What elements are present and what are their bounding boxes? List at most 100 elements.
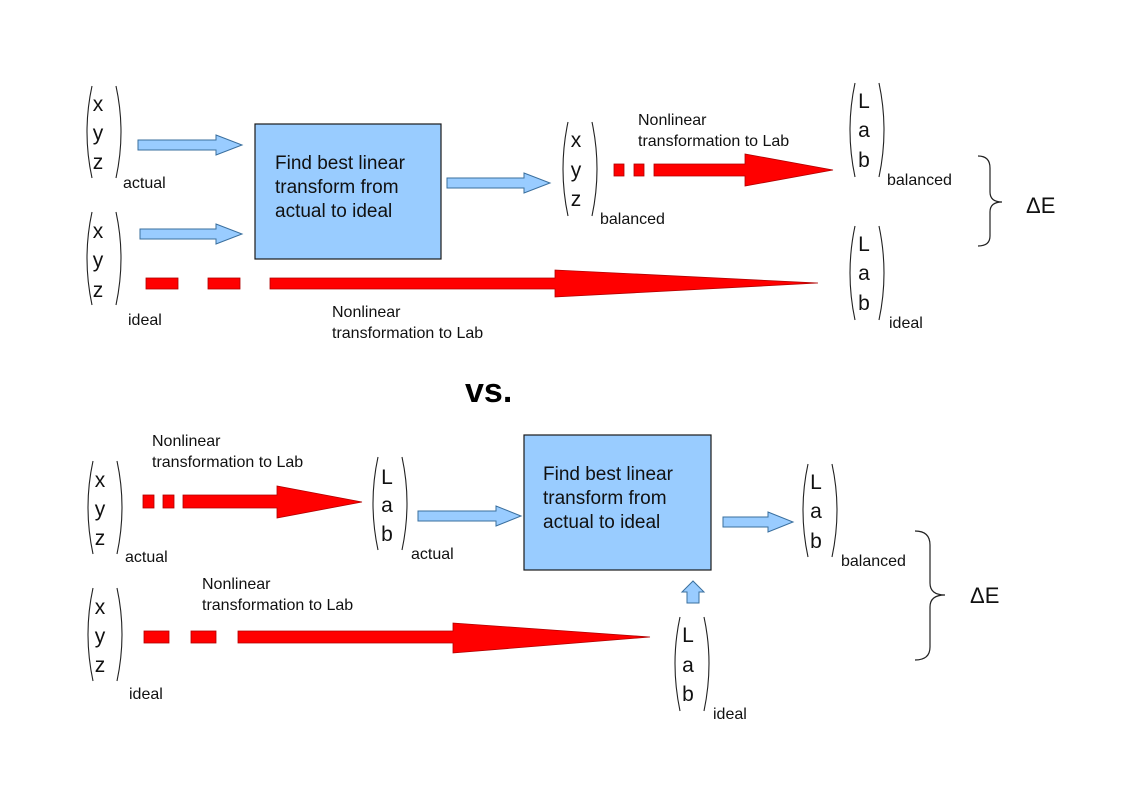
- vector-letter: x: [95, 596, 106, 619]
- vector-subscript: actual: [123, 175, 166, 192]
- vector-subscript: balanced: [841, 553, 906, 570]
- arrow-up-icon: [680, 580, 706, 604]
- nonlinear-label: Nonlinear: [202, 576, 271, 593]
- brace-icon: [977, 155, 1003, 247]
- left-paren: [87, 587, 94, 682]
- right-paren: [831, 463, 838, 558]
- vector-subscript: ideal: [889, 315, 923, 332]
- arrow-right-icon: [137, 134, 244, 156]
- vector-letter: L: [858, 90, 870, 113]
- box-text-line: actual to ideal: [543, 512, 660, 533]
- left-paren: [86, 211, 93, 306]
- nonlinear-label: transformation to Lab: [638, 133, 789, 150]
- vs-separator: vs.: [465, 372, 512, 410]
- right-paren: [401, 456, 408, 551]
- vector-letter: b: [810, 530, 822, 553]
- nonlinear-label: transformation to Lab: [202, 597, 353, 614]
- vector-letter: x: [93, 93, 104, 116]
- nonlinear-label: Nonlinear: [638, 112, 707, 129]
- vector-letter: x: [571, 129, 582, 152]
- right-paren: [703, 616, 710, 712]
- right-paren: [591, 121, 598, 217]
- vector-letter: z: [93, 279, 104, 302]
- delta-e-label: ΔE: [970, 583, 999, 608]
- vector-lab-balanced-bottom: L a b balanced: [802, 463, 906, 570]
- left-paren: [802, 463, 809, 558]
- vector-lab-balanced-top: L a b balanced: [849, 82, 952, 189]
- vector-letter: z: [93, 151, 104, 174]
- vector-xyz-ideal-top: x y z ideal: [86, 211, 162, 329]
- vector-subscript: actual: [125, 549, 168, 566]
- right-paren: [115, 211, 122, 306]
- right-paren: [116, 587, 123, 682]
- vector-letter: y: [95, 625, 106, 648]
- vector-subscript: balanced: [887, 172, 952, 189]
- vector-xyz-actual-bottom: x y z actual: [87, 460, 168, 566]
- red-nonlinear-arrow: [143, 622, 651, 654]
- left-paren: [86, 85, 93, 179]
- nonlinear-label: Nonlinear: [332, 304, 401, 321]
- vector-lab-ideal-bottom: L a b ideal: [674, 616, 747, 723]
- vector-lab-ideal-top: L a b ideal: [849, 225, 923, 332]
- red-nonlinear-arrow: [142, 485, 363, 519]
- box-text-line: transform from: [275, 177, 399, 198]
- vector-letter: b: [682, 683, 694, 706]
- box-text-line: Find best linear: [275, 153, 406, 174]
- vector-subscript: actual: [411, 546, 454, 563]
- delta-e-label: ΔE: [1026, 193, 1055, 218]
- left-paren: [849, 82, 856, 178]
- vector-letter: L: [682, 624, 694, 647]
- vector-letter: y: [93, 249, 104, 272]
- vector-subscript: balanced: [600, 211, 665, 228]
- red-nonlinear-arrow: [145, 269, 819, 298]
- linear-transform-box-top: Find best linear transform from actual t…: [254, 123, 442, 260]
- vector-letter: z: [571, 188, 582, 211]
- vector-letter: b: [858, 292, 870, 315]
- vector-letter: b: [381, 523, 393, 546]
- nonlinear-label: Nonlinear: [152, 433, 221, 450]
- right-paren: [878, 225, 885, 321]
- arrow-right-icon: [722, 511, 795, 533]
- vector-letter: a: [682, 654, 694, 677]
- vector-letter: a: [858, 262, 870, 285]
- vector-letter: a: [381, 494, 393, 517]
- vector-xyz-balanced-top: x y z balanced: [562, 121, 665, 228]
- vector-letter: a: [810, 500, 822, 523]
- vector-letter: L: [381, 466, 393, 489]
- bottom-diagram: x y z actual Nonlinear transformation to…: [87, 433, 999, 723]
- nonlinear-label: transformation to Lab: [332, 325, 483, 342]
- left-paren: [87, 460, 94, 555]
- vector-lab-actual-bottom: L a b actual: [372, 456, 454, 563]
- arrow-right-icon: [446, 172, 552, 194]
- arrow-right-icon: [139, 223, 244, 245]
- vector-letter: b: [858, 149, 870, 172]
- vector-letter: y: [93, 122, 104, 145]
- right-paren: [116, 460, 123, 555]
- nonlinear-label: transformation to Lab: [152, 454, 303, 471]
- top-diagram: x y z actual x y z ideal Find best linea…: [86, 82, 1055, 342]
- vector-letter: y: [95, 498, 106, 521]
- vector-letter: z: [95, 527, 106, 550]
- brace-icon: [914, 530, 946, 661]
- vector-subscript: ideal: [128, 312, 162, 329]
- vector-letter: x: [93, 220, 104, 243]
- left-paren: [372, 456, 379, 551]
- vector-letter: L: [810, 471, 822, 494]
- left-paren: [849, 225, 856, 321]
- vector-letter: z: [95, 654, 106, 677]
- linear-transform-box-bottom: Find best linear transform from actual t…: [523, 434, 712, 571]
- vector-letter: a: [858, 119, 870, 142]
- right-paren: [878, 82, 885, 178]
- vector-xyz-ideal-bottom: x y z ideal: [87, 587, 163, 703]
- box-text-line: actual to ideal: [275, 201, 392, 222]
- box-text-line: transform from: [543, 488, 667, 509]
- red-nonlinear-arrow: [613, 153, 834, 187]
- vector-subscript: ideal: [129, 686, 163, 703]
- vector-letter: x: [95, 469, 106, 492]
- vector-subscript: ideal: [713, 706, 747, 723]
- left-paren: [562, 121, 569, 217]
- vector-xyz-actual-top: x y z actual: [86, 85, 166, 192]
- box-text-line: Find best linear: [543, 464, 674, 485]
- arrow-right-icon: [417, 505, 523, 527]
